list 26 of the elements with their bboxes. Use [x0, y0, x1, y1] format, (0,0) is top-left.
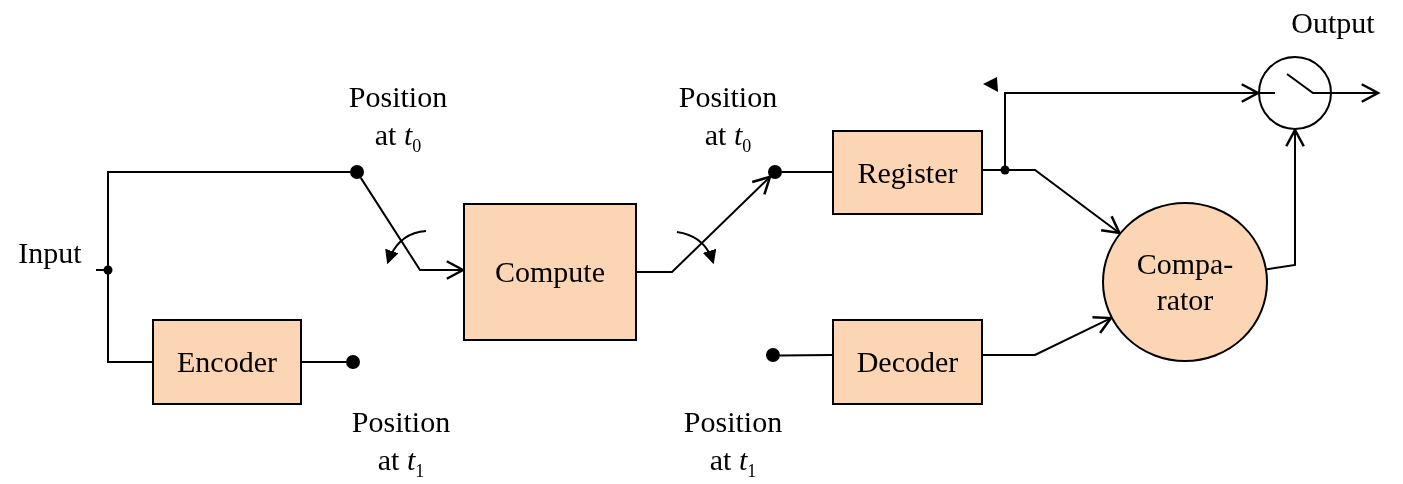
comparator-circle [1102, 202, 1268, 362]
connector-arrow [1266, 128, 1305, 271]
position-label: Position at t$_{1}$ [350, 404, 452, 482]
terminal-dot [346, 355, 360, 369]
position-label: Output [1290, 5, 1376, 41]
terminal-dot [766, 348, 780, 362]
position-label: Position at t$_{1}$ [682, 404, 784, 482]
process-box [832, 130, 983, 215]
position-label: Position at t$_{0}$ [347, 79, 449, 157]
process-box [152, 319, 302, 405]
terminal-dot [768, 165, 782, 179]
box-label: Encoder [177, 344, 277, 380]
process-box [832, 319, 983, 405]
process-box [463, 203, 637, 341]
position-label: Position at t$_{0}$ [677, 79, 779, 157]
connector-arrow [1331, 83, 1380, 103]
box-label: Compa-rator [1135, 246, 1235, 318]
box-label: Decoder [856, 344, 959, 380]
connector-arrow [359, 176, 465, 280]
input-label: Input [4, 236, 96, 270]
box-label: Compute [495, 254, 605, 290]
box-label: Register [857, 154, 958, 191]
output-switch-circle [1258, 56, 1332, 130]
connector-arrow [636, 175, 772, 273]
connector-arrow [982, 316, 1113, 356]
terminal-dot [350, 165, 364, 179]
